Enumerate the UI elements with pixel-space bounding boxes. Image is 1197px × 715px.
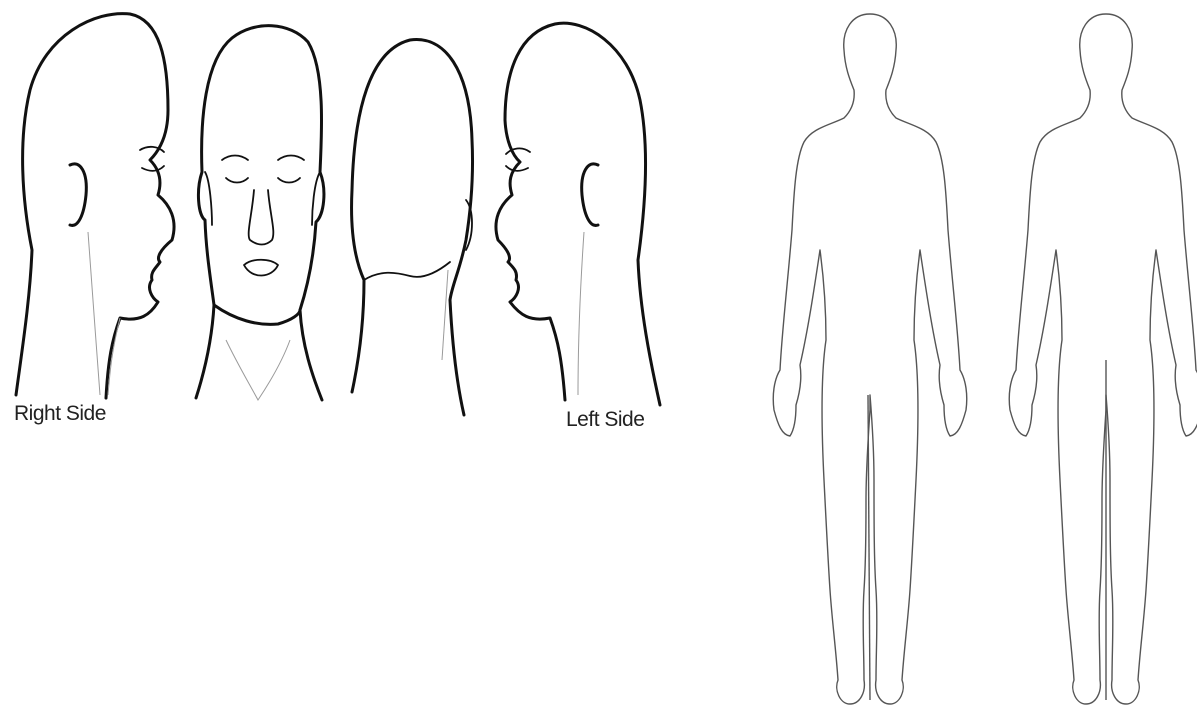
- back-body-outline: [1009, 14, 1197, 704]
- left-side-label: Left Side: [566, 408, 644, 432]
- right-profile-head: [16, 14, 174, 398]
- front-head: [196, 26, 324, 400]
- body-views: [760, 0, 1197, 715]
- head-views-drawing: [0, 0, 680, 440]
- left-profile-head: [496, 23, 660, 405]
- right-side-label: Right Side: [14, 402, 106, 426]
- head-views: Right Side Left Side: [0, 0, 680, 440]
- front-body-outline: [773, 14, 967, 704]
- back-head: [352, 40, 473, 415]
- body-views-drawing: [760, 0, 1197, 715]
